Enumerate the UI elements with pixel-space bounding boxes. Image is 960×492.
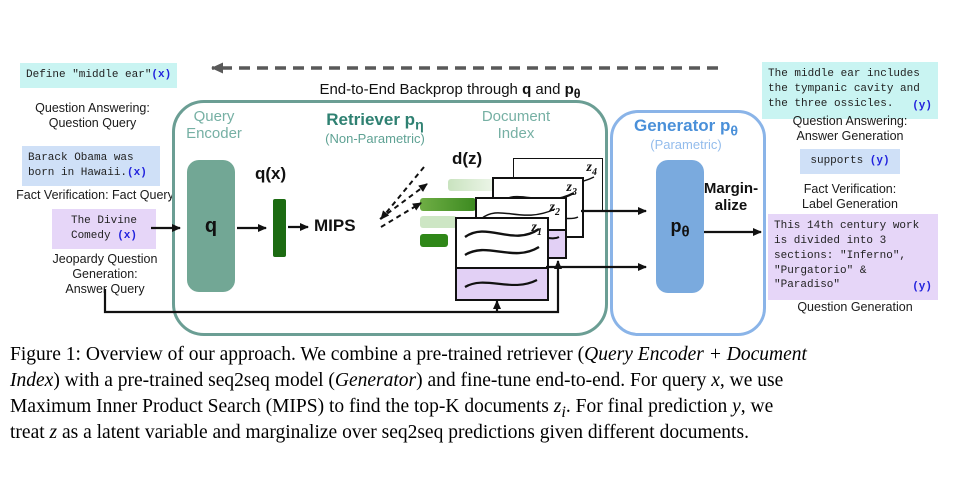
query-encoder-block: q xyxy=(187,160,235,292)
qa-answer-y: (y) xyxy=(912,99,932,112)
doc-embedding-bar-4 xyxy=(420,234,448,247)
label-document-index: Document Index xyxy=(481,108,551,143)
query-vector-bar xyxy=(273,199,286,257)
card-z2-label: z2 xyxy=(549,200,560,218)
qgen-text: This 14th century work is divided into 3… xyxy=(774,220,920,292)
p-theta-label: pθ xyxy=(670,216,690,241)
document-card-z1: z1 xyxy=(455,217,549,301)
wave-line-z1-purple xyxy=(464,279,538,288)
dz-label: d(z) xyxy=(452,149,483,168)
generator-title: Generator pθ xyxy=(633,116,738,140)
label-fact-query: Fact Verification: Fact Query xyxy=(16,188,174,202)
label-query-encoder: Query Encoder xyxy=(186,108,242,143)
retriever-subtitle: (Non-Parametric) xyxy=(325,131,425,146)
output-box-question-answering: The middle ear includes the tympanic cav… xyxy=(762,62,938,119)
generator-frame xyxy=(610,110,766,336)
caption-line: Maximum Inner Product Search (MIPS) to f… xyxy=(10,396,774,421)
card-z1-purple-section xyxy=(457,267,547,299)
label-question-generation: Question Generation xyxy=(797,300,913,314)
label-question-query: Question Answering: Question Query xyxy=(35,101,150,130)
output-box-question-generation: This 14th century work is divided into 3… xyxy=(768,214,938,301)
generator-subtitle: (Parametric) xyxy=(650,137,722,152)
output-box-fact-verification: supports (y) xyxy=(800,149,900,174)
backprop-label: End-to-End Backprop through q and pθ xyxy=(319,81,581,101)
card-z1-label: z1 xyxy=(531,220,542,238)
wave-lines-z1 xyxy=(464,227,540,257)
mips-label: MIPS xyxy=(314,216,356,235)
doc-embedding-bar-3 xyxy=(420,216,457,228)
card-z4-label: z4 xyxy=(586,160,597,178)
doc-embedding-bar-1 xyxy=(448,179,496,191)
query-box-jeopardy: The Divine Comedy (x) xyxy=(52,209,156,249)
query-box-question-answering: Define "middle ear"(x) xyxy=(20,63,178,88)
retriever-frame xyxy=(172,100,608,336)
q-block-label: q xyxy=(204,214,218,237)
label-label-generation: Fact Verification: Label Generation xyxy=(802,182,898,211)
qa-answer-text: The middle ear includes the tympanic cav… xyxy=(768,68,920,110)
caption-line: treat z as a latent variable and margina… xyxy=(10,422,749,443)
marginalize-label: Margin- alize xyxy=(703,180,759,214)
qx-label: q(x) xyxy=(255,164,287,183)
doc-embedding-bar-2 xyxy=(420,198,476,211)
retriever-title: Retriever pη xyxy=(326,110,424,134)
label-answer-generation: Question Answering: Answer Generation xyxy=(792,114,908,143)
figure-caption: Figure 1: Overview of our approach. We c… xyxy=(10,342,952,446)
label-answer-query: Jeopardy Question Generation: Answer Que… xyxy=(52,252,158,296)
caption-line: Figure 1: Overview of our approach. We c… xyxy=(10,344,807,365)
query-box-fact-verification: Barack Obama was born in Hawaii.(x) xyxy=(22,146,160,186)
card-z3-label: z3 xyxy=(566,180,577,198)
qgen-y: (y) xyxy=(912,281,932,294)
generator-block: pθ xyxy=(656,160,704,293)
caption-line: Index) with a pre-trained seq2seq model … xyxy=(10,370,784,391)
